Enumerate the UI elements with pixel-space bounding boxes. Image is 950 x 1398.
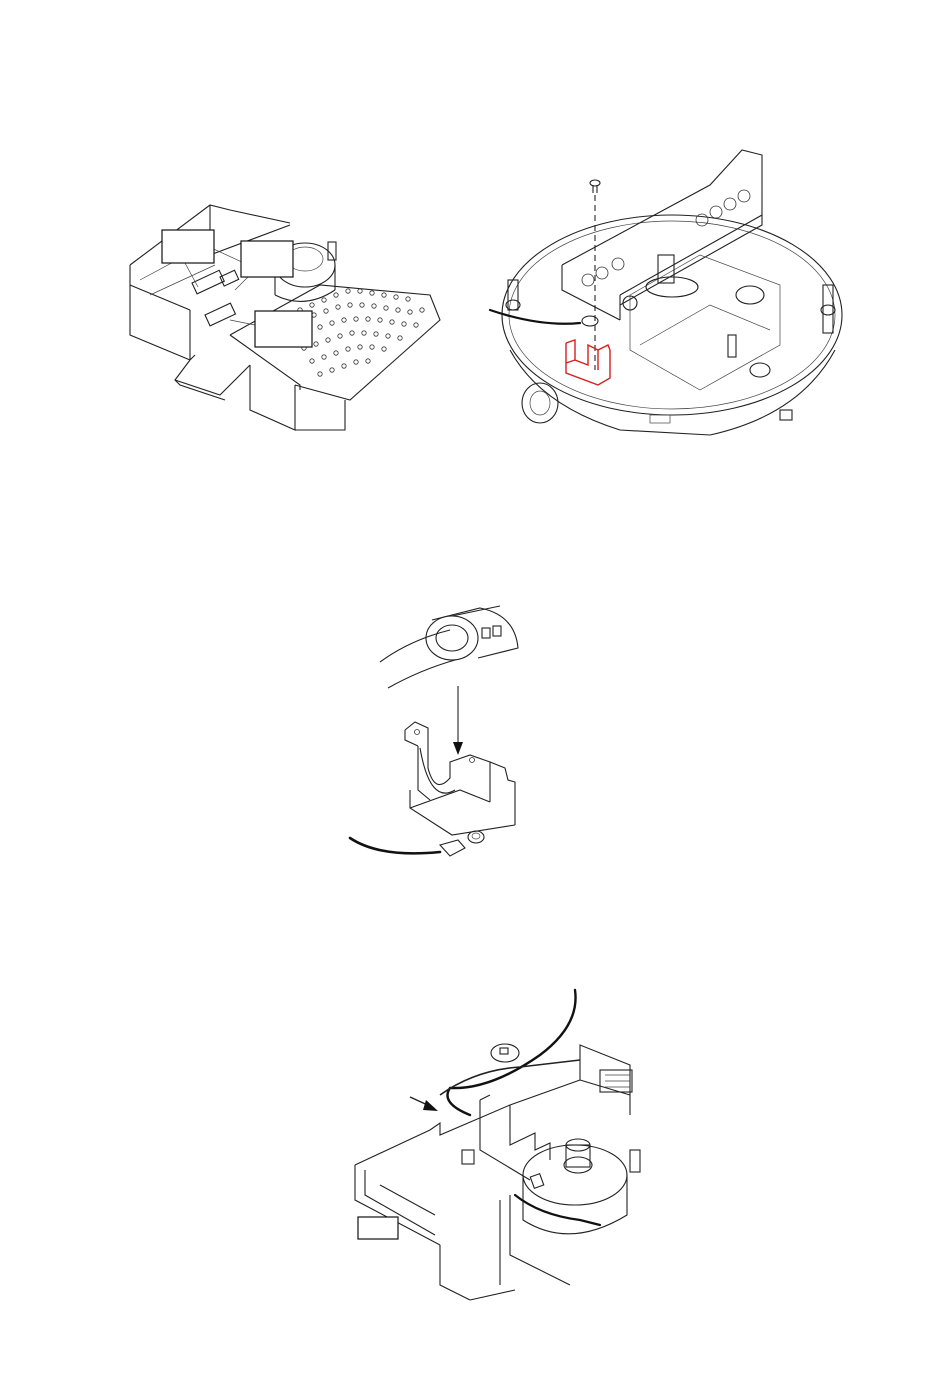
callout-box-4 — [358, 1217, 398, 1239]
arrow-down-icon — [453, 686, 463, 755]
screw-icon — [590, 180, 600, 193]
cable-routing-drawing — [340, 985, 670, 1305]
figure-round-base-bracket — [480, 145, 850, 440]
chassis-drawing — [120, 185, 480, 440]
callout-box-1 — [162, 230, 214, 263]
pointer-arrow-icon — [410, 1097, 438, 1111]
callout-box-3 — [255, 311, 312, 347]
figure-chassis-callouts — [120, 185, 480, 440]
highlighted-bracket — [566, 340, 610, 385]
figure-ferrite-bracket — [340, 590, 540, 890]
figure-cable-routing — [340, 985, 670, 1305]
callout-box-2 — [241, 241, 293, 277]
u-bracket — [405, 722, 515, 843]
base-unit-drawing — [480, 145, 850, 440]
ferrite-drawing — [340, 590, 540, 890]
